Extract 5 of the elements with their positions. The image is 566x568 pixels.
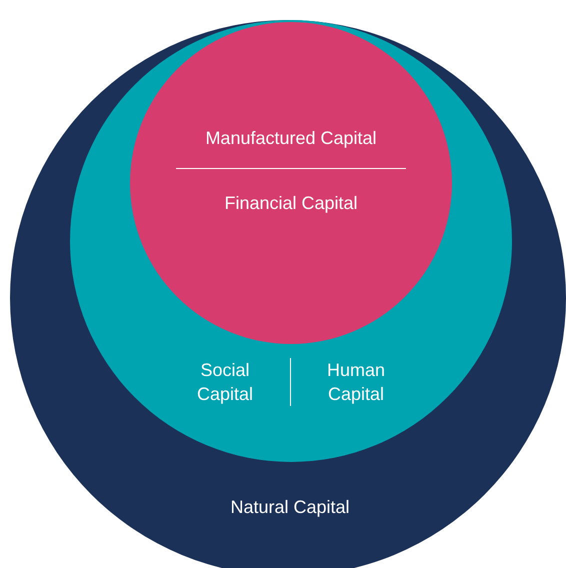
circle-label: Social Capital: [196, 359, 254, 406]
circle-label: Financial Capital: [223, 192, 359, 215]
circle-label: Human Capital: [326, 359, 386, 406]
circle-label: Natural Capital: [229, 496, 351, 519]
circle-label: Manufactured Capital: [204, 127, 378, 150]
